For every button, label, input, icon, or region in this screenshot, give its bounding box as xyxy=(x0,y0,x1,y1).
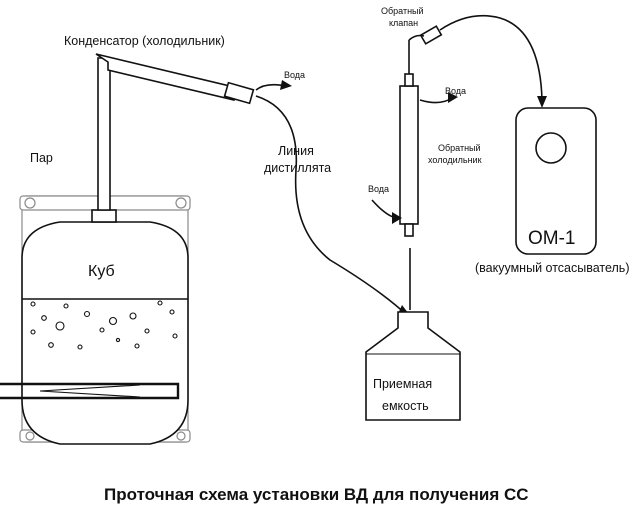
distillate-line-label-2: дистиллята xyxy=(264,161,331,175)
reflux-cooler-label-1: Обратный xyxy=(438,143,481,153)
receiver-label-1: Приемная xyxy=(373,377,432,391)
still-neck xyxy=(91,209,117,223)
water-top-label: Вода xyxy=(445,86,466,96)
receiver-label-2: емкость xyxy=(382,399,429,413)
cooler-top-nozzle xyxy=(404,73,414,87)
heater-element xyxy=(0,382,180,400)
bubbles xyxy=(30,300,178,350)
water-arrow-head xyxy=(280,80,292,90)
check-valve-label-1: Обратный xyxy=(381,6,424,16)
reflux-cooler-label-2: холодильник xyxy=(428,155,482,165)
diagram-title: Проточная схема установки ВД для получен… xyxy=(104,485,529,504)
pump-desc-label: (вакуумный отсасыватель) xyxy=(475,261,630,275)
condenser-jacket xyxy=(223,81,255,105)
pump-gauge xyxy=(535,132,567,164)
still-vessel xyxy=(21,221,189,445)
check-valve xyxy=(419,25,443,45)
water-out-arrow xyxy=(448,92,458,103)
vacuum-arrow-head xyxy=(537,96,547,108)
steam-pipe xyxy=(97,57,111,211)
water-left-label: Вода xyxy=(368,184,389,194)
distillate-line-label-1: Линия xyxy=(278,144,314,158)
water-condenser-label: Вода xyxy=(284,70,305,80)
frame-bolt xyxy=(176,431,186,441)
distillate-line xyxy=(255,95,409,317)
vacuum-hose xyxy=(439,14,543,101)
check-valve-label-2: клапан xyxy=(389,18,418,28)
still-assembly xyxy=(0,195,191,445)
steam-label: Пар xyxy=(30,151,53,165)
still-label: Куб xyxy=(88,263,115,280)
receiver-body xyxy=(365,311,461,421)
receiver-vessel xyxy=(365,311,461,421)
valve-joint xyxy=(408,34,425,41)
cooler-bottom-nozzle xyxy=(404,223,414,237)
frame-bolt xyxy=(175,197,187,209)
water-out-line xyxy=(419,97,453,104)
frame-bolt xyxy=(25,431,35,441)
reflux-cooler-body xyxy=(399,85,419,225)
reflux-cooler xyxy=(371,14,547,310)
condenser-assembly xyxy=(95,53,412,318)
condenser-label: Конденсатор (холодильник) xyxy=(64,34,225,48)
vacuum-pump xyxy=(515,107,597,255)
pump-name-label: ОМ-1 xyxy=(528,228,576,249)
condenser-tube xyxy=(95,53,240,101)
frame-bolt xyxy=(24,197,36,209)
heater-coil xyxy=(39,384,141,398)
water-in-arrow xyxy=(392,212,402,224)
